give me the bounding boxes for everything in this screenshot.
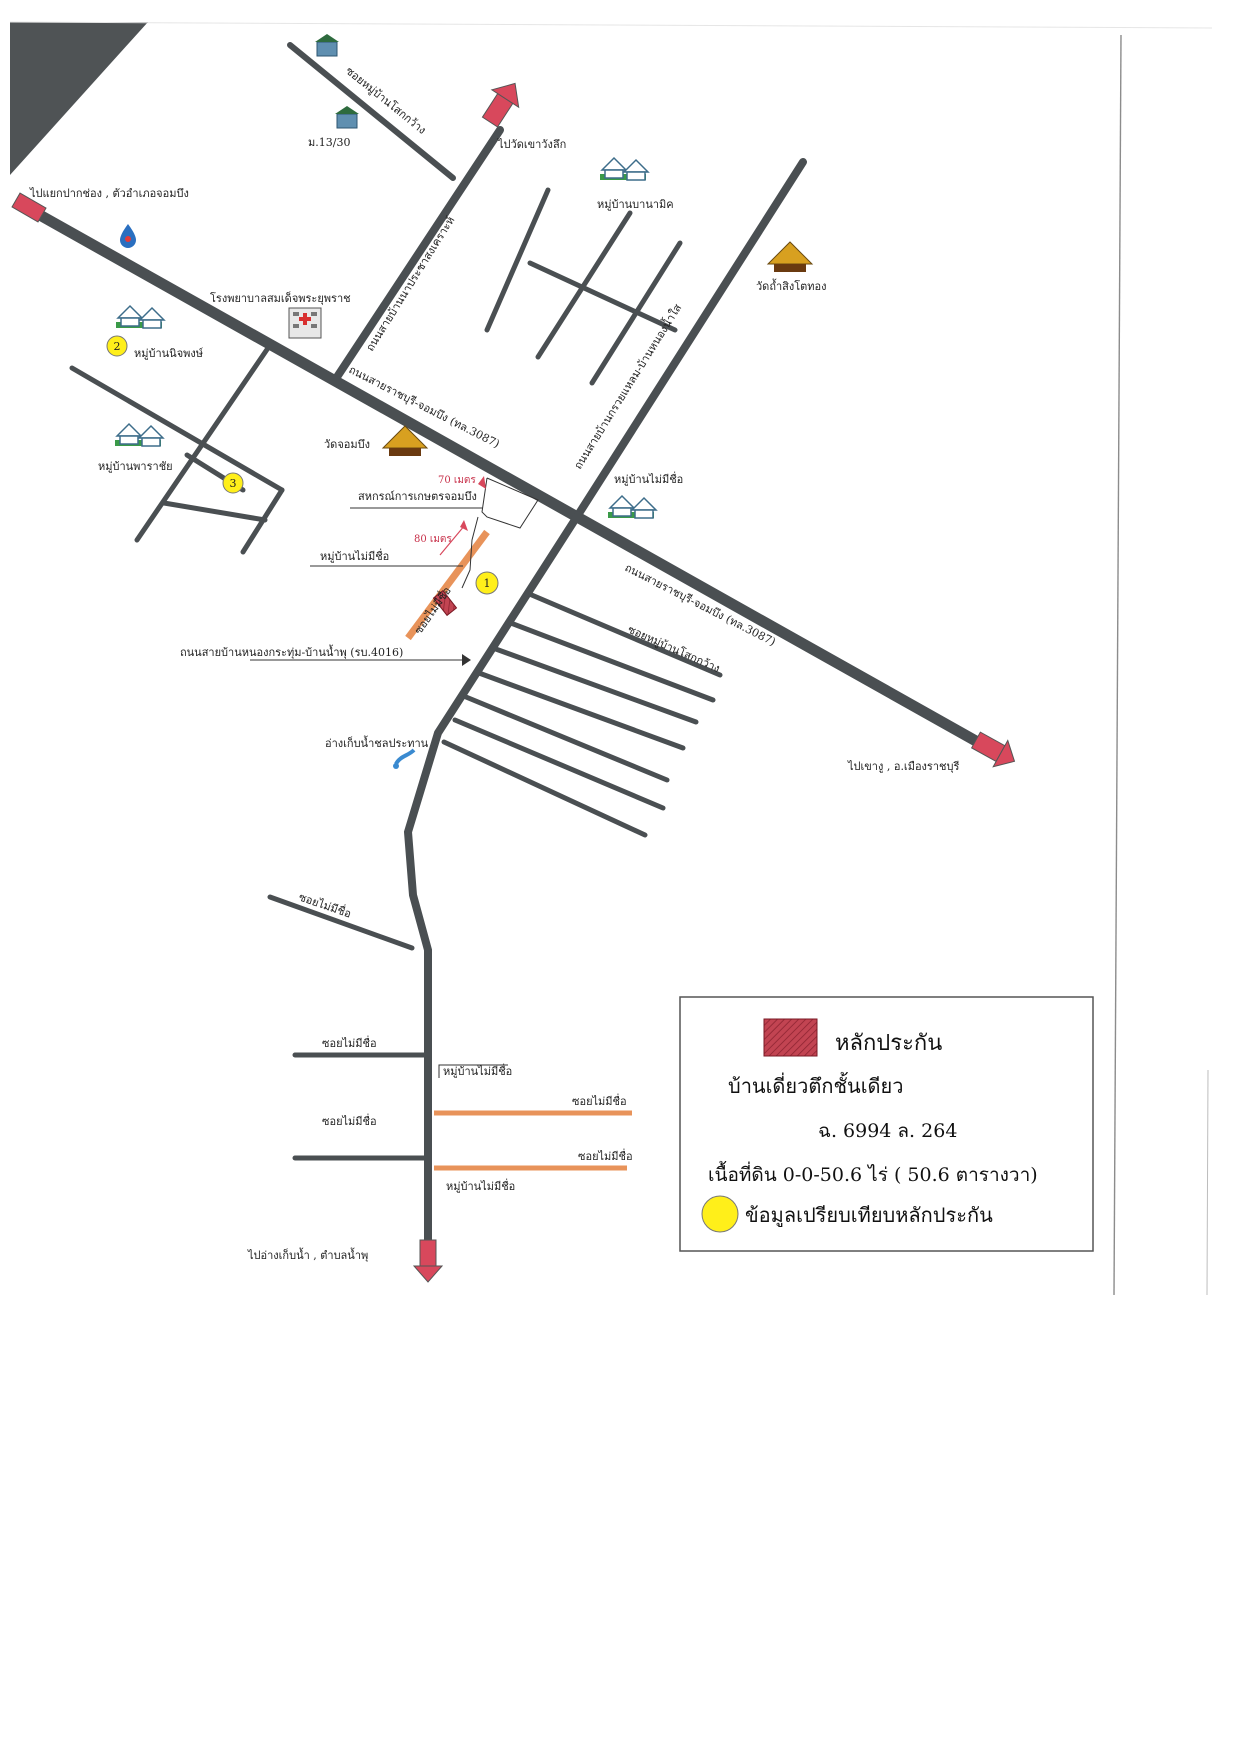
label-village-r2: หมู่บ้านไม่มีชื่อ bbox=[446, 1178, 515, 1193]
grid-roads-north bbox=[484, 187, 683, 386]
road-north bbox=[333, 126, 504, 381]
comparison-marker-1: 1 bbox=[475, 571, 499, 595]
direction-arrow-southeast bbox=[970, 731, 1016, 768]
legend-house-type: บ้านเดี่ยวตึกชั้นเดียว bbox=[728, 1072, 904, 1098]
label-soi-village-grid: ซอยหมู่บ้านโสกกว้าง bbox=[626, 622, 722, 675]
label-village2: หมู่บ้านนิจพงษ์ bbox=[134, 347, 203, 360]
arrow-80m-stem bbox=[439, 524, 466, 556]
legend-comparison-marker bbox=[701, 1195, 739, 1233]
label-soi-l2: ซอยไม่มีชื่อ bbox=[322, 1113, 377, 1128]
distance-indicators bbox=[250, 477, 539, 661]
arrow-70m bbox=[478, 476, 486, 489]
scan-border-right bbox=[1113, 34, 1122, 1296]
comparison-marker-2: 2 bbox=[106, 335, 128, 357]
scan-border-right-2 bbox=[1206, 1069, 1209, 1296]
svg-text:2: 2 bbox=[114, 340, 121, 353]
label-soi-r1: ซอยไม่มีชื่อ bbox=[572, 1093, 627, 1108]
village-house-icon bbox=[315, 34, 339, 57]
label-road-south: ถนนสายบ้านหนองกระทุ่ม-บ้านน้ำพุ (รบ.4016… bbox=[180, 644, 403, 659]
direction-arrow-south bbox=[412, 1239, 444, 1283]
hospital-icon bbox=[288, 307, 322, 339]
temple-icon bbox=[766, 241, 814, 272]
soi-top-village bbox=[287, 42, 456, 181]
arrow-south-road bbox=[462, 654, 471, 666]
direction-arrow-west bbox=[11, 192, 47, 223]
label-wat-center: วัดจอมบึง bbox=[324, 438, 370, 451]
label-road-nw-vertical: ถนนสายบ้านนาประชาสงเคราะห์ bbox=[364, 214, 458, 353]
label-bank: สหกรณ์การเกษตรจอมบึง bbox=[358, 490, 477, 503]
label-hospital: โรงพยาบาลสมเด็จพระยุพราช bbox=[210, 291, 351, 305]
legend-deed: ฉ. 6994 ล. 264 bbox=[818, 1120, 957, 1142]
direction-arrow-north bbox=[481, 82, 520, 128]
collateral-marker-map bbox=[432, 589, 458, 617]
village-houses-icon bbox=[608, 494, 658, 519]
label-to-ratchaburi: ไปเขางู , อ.เมืองราชบุรี bbox=[847, 760, 959, 773]
village-houses-icon bbox=[600, 156, 650, 181]
village-house-icon bbox=[335, 106, 359, 129]
roads-left bbox=[69, 345, 285, 555]
label-soi-l1: ซอยไม่มีชื่อ bbox=[322, 1035, 377, 1050]
legend-comparison: ข้อมูลเปรียบเทียบหลักประกัน bbox=[745, 1203, 993, 1228]
scan-dark-corner bbox=[10, 22, 148, 175]
label-pointer bbox=[438, 1064, 508, 1078]
village-houses-icon bbox=[115, 422, 165, 447]
label-moo13: ม.13/30 bbox=[308, 136, 350, 149]
comparison-marker-3: 3 bbox=[222, 472, 244, 494]
legend-area: เนื้อที่ดิน 0-0-50.6 ไร่ ( 50.6 ตารางวา) bbox=[708, 1161, 1038, 1186]
village-houses-icon bbox=[116, 304, 166, 329]
reservoir-icon bbox=[393, 748, 416, 769]
road-northeast bbox=[574, 158, 807, 519]
label-dist-80: 80 เมตร bbox=[414, 534, 452, 545]
label-to-south: ไปอ่างเก็บน้ำ , ตำบลน้ำพุ bbox=[247, 1247, 368, 1262]
svg-text:1: 1 bbox=[484, 577, 491, 590]
gas-station-icon bbox=[120, 224, 136, 248]
label-dist-70: 70 เมตร bbox=[438, 475, 476, 486]
label-reservoir: อ่างเก็บน้ำชลประทาน bbox=[325, 735, 429, 750]
scan-border-bottom bbox=[9, 21, 1213, 29]
label-to-pakchong: ไปแยกปากช่อง , ตัวอำเภอจอมบึง bbox=[29, 187, 189, 200]
main-highway bbox=[16, 199, 989, 751]
map-legend: หลักประกัน บ้านเดี่ยวตึกชั้นเดียว ฉ. 699… bbox=[679, 996, 1094, 1252]
grid-roads-southeast bbox=[441, 590, 723, 838]
label-to-wat: ไปวัดเขาวังลึก bbox=[497, 138, 566, 151]
label-village-r1: หมู่บ้านไม่มีชื่อ bbox=[443, 1063, 512, 1078]
legend-collateral-swatch bbox=[763, 1018, 818, 1057]
label-village-n: หมู่บ้านบานามิค bbox=[597, 198, 674, 211]
label-soi-r2: ซอยไม่มีชื่อ bbox=[578, 1148, 633, 1163]
svg-text:3: 3 bbox=[230, 477, 237, 490]
road-south bbox=[403, 511, 582, 1244]
label-wat-right: วัดถ้ำสิงโตทอง bbox=[756, 278, 827, 293]
label-village-unnamed-center: หมู่บ้านไม่มีชื่อ bbox=[320, 548, 389, 563]
label-village-w: หมู่บ้านพาราชัย bbox=[98, 460, 173, 473]
legend-collateral: หลักประกัน bbox=[835, 1031, 942, 1056]
temple-icon bbox=[381, 425, 429, 456]
lower-sois bbox=[267, 894, 632, 1171]
label-village-unnamed-right: หมู่บ้านไม่มีชื่อ bbox=[614, 471, 683, 486]
soi-collateral-orange bbox=[405, 529, 490, 641]
